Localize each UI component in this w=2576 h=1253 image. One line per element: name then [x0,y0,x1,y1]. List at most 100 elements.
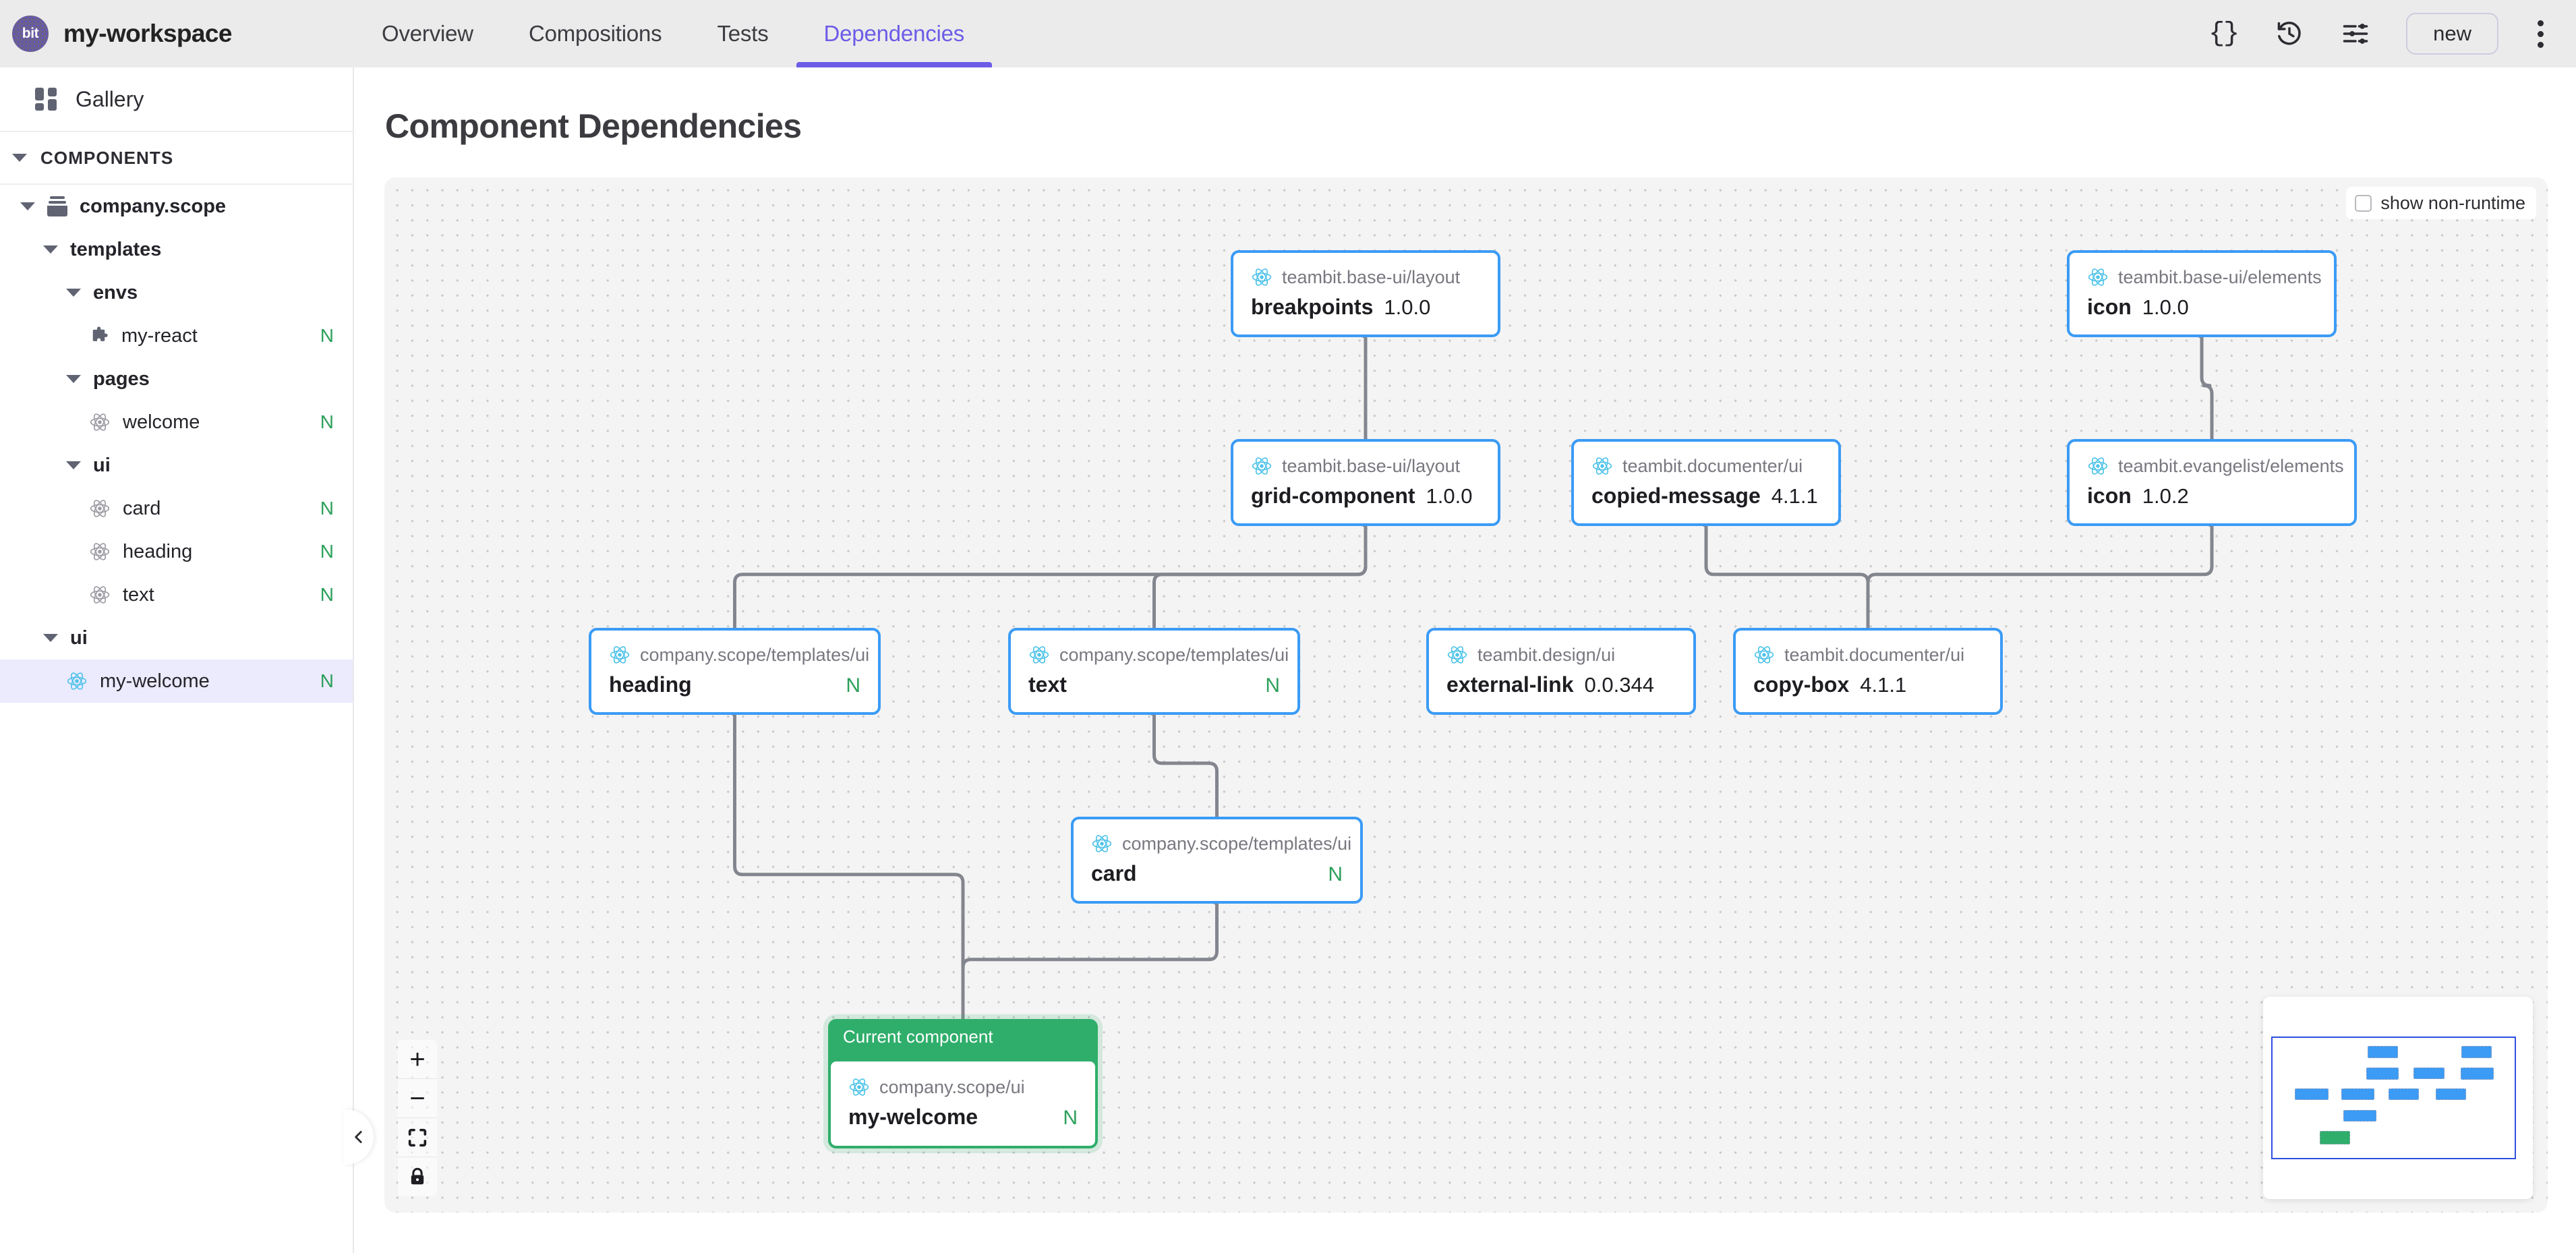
checkbox-box[interactable] [2355,194,2372,212]
zoom-controls: + − [398,1040,437,1196]
react-icon [1754,646,1774,664]
node-version: 1.0.0 [2142,295,2189,319]
header-actions: {} new [2208,13,2576,55]
node-scope-line: company.scope/templates/ui [1028,644,1289,666]
logo-text: bit [22,26,39,41]
sidebar-item-label: company.scope [80,195,227,217]
new-button[interactable]: new [2406,13,2498,55]
chevron-down-icon[interactable] [20,202,35,210]
code-braces-icon[interactable]: {} [2208,18,2240,49]
node-scope-line: company.scope/templates/ui [1091,833,1351,854]
node-scope: company.scope/templates/ui [1059,644,1289,665]
minimap-node [2461,1068,2494,1080]
minimap-node [2461,1046,2492,1058]
code-glyph: {} [2208,18,2240,49]
main-content: Component Dependencies teambit.base-ui/l… [354,67,2576,1253]
show-non-runtime-checkbox[interactable]: show non-runtime [2346,187,2536,219]
tab-dependencies[interactable]: Dependencies [796,0,993,67]
react-icon [1447,646,1467,664]
zoom-out-button[interactable]: − [398,1079,437,1118]
lock-button[interactable] [398,1157,437,1196]
sidebar-item-label: my-welcome [100,670,210,692]
node-scope: teambit.evangelist/elements [2118,455,2344,476]
react-icon [610,646,630,664]
status-badge: N [1328,863,1343,885]
sidebar-item-envs[interactable]: envs [0,271,353,314]
node-scope: teambit.base-ui/layout [1282,455,1461,476]
node-version: 1.0.2 [2142,484,2189,508]
fit-screen-icon [408,1128,427,1146]
tab-overview[interactable]: Overview [354,0,501,67]
graph-edge-my-welcome-to-heading [709,691,965,1019]
sidebar-item-label: my-react [121,324,198,347]
react-icon [90,586,110,604]
node-version: 0.0.344 [1584,673,1654,697]
chevron-down-icon[interactable] [66,461,81,469]
sidebar-item-ui[interactable]: ui [0,444,353,487]
graph-edge-heading-to-grid-component [733,502,1368,628]
more-options-icon[interactable] [2534,16,2548,52]
sidebar-item-label: ui [70,626,88,649]
react-icon [849,1078,869,1096]
node-scope: company.scope/templates/ui [1122,833,1352,854]
chevron-down-icon[interactable] [66,289,81,297]
status-badge: N [320,325,334,346]
chevron-down-icon[interactable] [43,245,58,254]
minimap[interactable] [2263,997,2533,1199]
checkbox-label: show non-runtime [2380,192,2525,213]
react-icon [90,413,110,431]
zoom-in-button[interactable]: + [398,1040,437,1079]
sidebar-item-gallery[interactable]: Gallery [0,67,353,132]
tab-compositions[interactable]: Compositions [501,0,690,67]
minimap-viewport[interactable] [2271,1037,2516,1159]
node-scope-line: teambit.design/ui [1446,644,1676,666]
bit-logo-icon: bit [12,16,49,52]
node-name: copy-box [1753,672,1850,697]
brand-area[interactable]: bit my-workspace [0,16,354,52]
components-section-header[interactable]: COMPONENTS [0,132,353,185]
tab-tests[interactable]: Tests [689,0,796,67]
minimap-node [2389,1088,2419,1100]
fit-view-button[interactable] [398,1118,437,1157]
minimap-node [2436,1088,2466,1100]
react-icon [67,672,87,690]
node-version: 4.1.1 [1771,484,1818,508]
chevron-left-icon [355,1131,362,1143]
node-scope-line: teambit.base-ui/layout [1251,266,1480,288]
chevron-down-icon[interactable] [66,375,81,383]
sliders-icon[interactable] [2340,18,2371,49]
react-icon [90,500,110,517]
main-tabs: Overview Compositions Tests Dependencies [354,0,992,67]
sidebar-item-my-react[interactable]: my-react N [0,314,353,357]
node-version: 1.0.0 [1384,295,1431,319]
sidebar-item-company-scope[interactable]: company.scope [0,185,353,228]
history-icon[interactable] [2274,18,2305,49]
status-badge: N [320,498,334,519]
chevron-down-icon[interactable] [43,634,58,642]
plus-icon: + [409,1044,426,1074]
gallery-label: Gallery [76,86,144,111]
sidebar-item-pages[interactable]: pages [0,357,353,401]
sidebar-item-ui[interactable]: ui [0,616,353,660]
react-icon [2088,268,2108,286]
sidebar-item-templates[interactable]: templates [0,228,353,271]
